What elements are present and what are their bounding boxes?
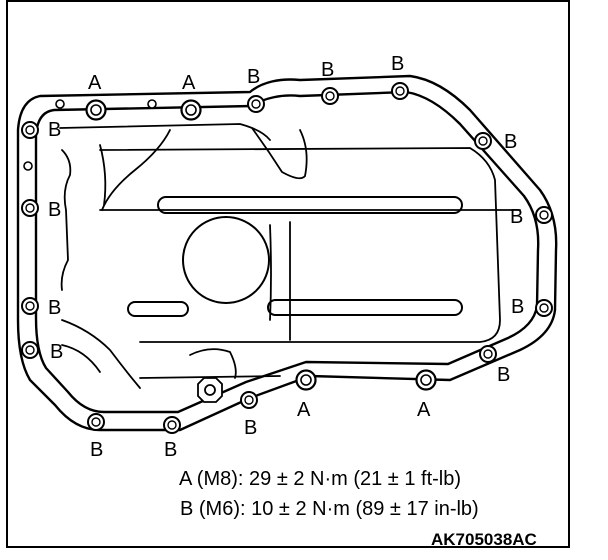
drain-area-2: [139, 375, 281, 379]
bolt-label-b: B: [48, 119, 61, 141]
sump-outline: [99, 147, 501, 343]
bolt-label-b: B: [511, 296, 524, 318]
upper-rib: [59, 123, 271, 141]
bolt-label-b: B: [50, 341, 63, 363]
small-hole: [55, 99, 65, 109]
bolt-label-b: B: [244, 417, 257, 439]
vertical-rib-2: [269, 224, 272, 321]
bolt-b: [479, 345, 497, 363]
bolt-b: [240, 391, 258, 409]
bolt-b: [21, 297, 39, 315]
slot-lower-right: [267, 299, 463, 316]
bolt-label-b: B: [391, 53, 404, 75]
bolt-label-b: B: [247, 66, 260, 88]
rib-lower: [61, 319, 141, 389]
bolt-b: [87, 413, 105, 431]
baffle-curve-1: [99, 144, 107, 206]
oil-pump-circle: [182, 216, 270, 304]
bolt-a: [295, 369, 317, 391]
oil-pan-outer-flange: [16, 74, 558, 432]
bolt-label-a: A: [88, 72, 102, 94]
slot-lower-left: [127, 301, 189, 317]
bolt-b: [21, 341, 39, 359]
bolt-b: [391, 82, 409, 100]
bolt-label-b: B: [497, 364, 510, 386]
small-hole: [147, 99, 157, 109]
torque-spec-b: B (M6): 10 ± 2 N·m (89 ± 17 in-lb): [180, 498, 479, 520]
figure-frame: [6, 0, 570, 548]
bolt-b: [321, 87, 339, 105]
bolt-b: [21, 199, 39, 217]
bolt-label-b: B: [164, 439, 177, 461]
drain-plug: [197, 377, 223, 403]
bolt-label-b: B: [48, 199, 61, 221]
baffle-curve-3: [251, 127, 308, 180]
bolt-label-b: B: [90, 439, 103, 461]
bolt-label-a: A: [417, 399, 431, 421]
bolt-label-b: B: [48, 297, 61, 319]
bolt-label-a: A: [297, 399, 311, 421]
slot-upper: [157, 196, 463, 214]
figure-code: AK705038AC: [431, 530, 537, 549]
rib-lower-2: [61, 344, 101, 373]
bolt-a: [180, 99, 202, 121]
bolt-label-a: A: [182, 72, 196, 94]
baffle-curve-2: [101, 129, 171, 211]
left-wall-detail: [60, 149, 72, 291]
bolt-label-b: B: [504, 131, 517, 153]
bolt-a: [415, 369, 437, 391]
drain-area: [189, 348, 237, 379]
bolt-b: [535, 206, 553, 224]
bolt-a: [85, 99, 107, 121]
torque-spec-a: A (M8): 29 ± 2 N·m (21 ± 1 ft-lb): [179, 468, 462, 490]
bolt-b: [247, 95, 265, 113]
small-hole: [23, 161, 33, 171]
bolt-b: [163, 416, 181, 434]
bolt-label-b: B: [321, 59, 334, 81]
oil-pan-inner-flange: [34, 90, 540, 414]
bolt-b: [21, 121, 39, 139]
bolt-label-b: B: [510, 206, 523, 228]
bolt-b: [535, 299, 553, 317]
bolt-b: [474, 132, 492, 150]
